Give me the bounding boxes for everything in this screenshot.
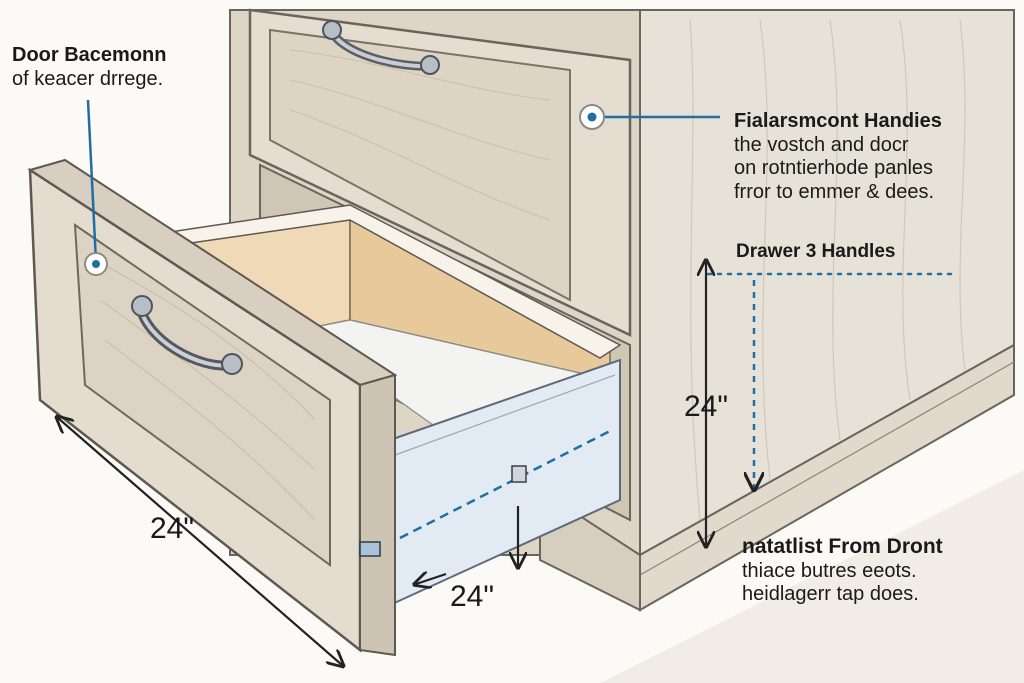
slide-dashed-line <box>399 428 613 540</box>
left-dimension-arrow <box>58 418 342 665</box>
install-callout-line: thiace butres eeots. <box>742 559 917 582</box>
side-wood-grain <box>689 19 966 521</box>
floor <box>600 470 1024 683</box>
door-callout-label: Door Bacemonn of keacer drrege. <box>12 44 166 91</box>
drawer3-callout-label: Drawer 3 Handles <box>736 241 895 263</box>
handles-callout-line: the vostch and docr <box>734 133 909 156</box>
door-callout-leader <box>86 99 98 263</box>
drawer3-callout-title: Drawer 3 Handles <box>736 241 896 262</box>
drawer-handle <box>131 295 243 375</box>
bottom-left-arrow <box>416 574 447 584</box>
drawer-front-right-edge <box>359 373 396 657</box>
handles-callout-line: frror to emmer & dees. <box>734 180 935 203</box>
door-callout-line: of keacer drrege. <box>12 67 164 90</box>
upper-drawer-handle <box>322 20 440 75</box>
install-callout-title: natatlist From Dront <box>742 535 943 558</box>
handles-callout-label: Fialarsmcont Handies the vostch and docr… <box>734 110 942 204</box>
drawer-clip <box>359 541 381 557</box>
install-callout-label: natatlist From Dront thiace butres eeots… <box>742 535 943 607</box>
slide-clip <box>511 465 527 483</box>
left-dimension-label: 24" <box>150 512 195 545</box>
right-dimension-label: 24" <box>684 390 729 423</box>
bottom-dimension-label: 24" <box>450 580 495 613</box>
handles-callout-line: on rotntierhode panles <box>734 157 934 180</box>
handles-callout-title: Fialarsmcont Handies <box>734 110 942 132</box>
door-callout-title: Door Bacemonn <box>12 44 167 66</box>
install-callout-line: heidlagerr tap does. <box>742 583 919 606</box>
